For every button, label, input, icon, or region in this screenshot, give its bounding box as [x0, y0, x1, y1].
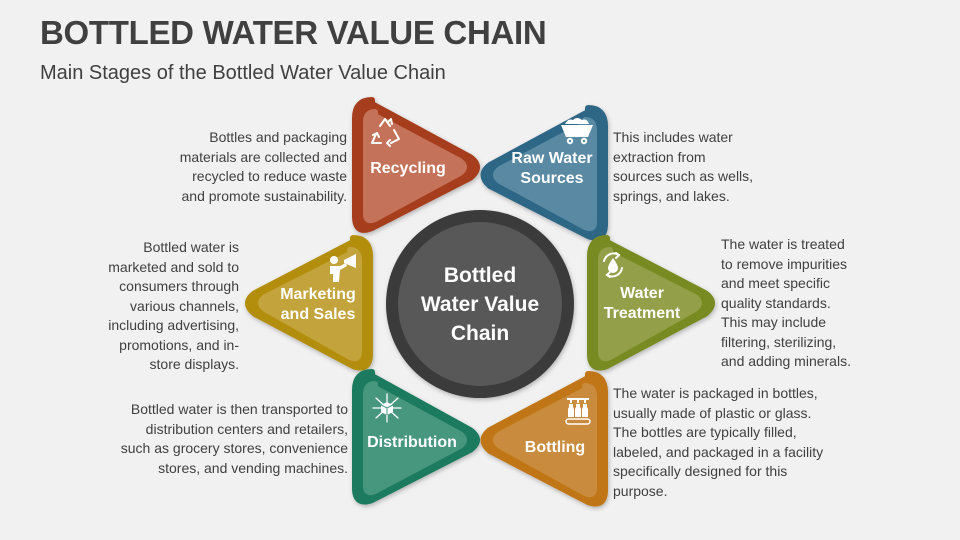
stage-label-line: and Sales	[280, 306, 356, 323]
stage-label-line: Marketing	[280, 286, 356, 303]
desc-line: promotions, and in-	[119, 336, 239, 353]
desc-line: purpose.	[613, 482, 668, 499]
desc-line: distribution centers and retailers,	[145, 420, 348, 437]
desc-line: Bottled water is then transported to	[130, 401, 348, 417]
description-raw-water-sources: This includes water extraction from sour…	[613, 128, 783, 206]
description-recycling: Bottles and packaging materials are coll…	[137, 128, 347, 206]
desc-line: and promote sustainability.	[181, 187, 348, 204]
stage-label-line: Treatment	[603, 305, 681, 322]
desc-line: store displays.	[149, 356, 239, 372]
stage-label-distribution: Distribution	[360, 433, 464, 453]
desc-line: This may include	[721, 314, 827, 330]
water-drop-cycle-icon	[603, 252, 623, 278]
desc-line: specifically designed for this	[613, 463, 788, 479]
desc-line: The bottles are typically filled,	[613, 424, 797, 440]
center-circle	[386, 210, 574, 398]
desc-line: materials are collected and	[179, 148, 347, 165]
desc-line: and meet specific	[721, 275, 830, 291]
center-label: Bottled Water Value Chain	[400, 261, 560, 348]
description-distribution: Bottled water is then transported to dis…	[78, 400, 348, 478]
desc-line: consumers through	[119, 278, 239, 294]
desc-line: marketed and sold to	[108, 258, 239, 275]
center-label-line: Chain	[450, 322, 510, 345]
desc-line: usually made of plastic or glass.	[613, 404, 812, 421]
desc-line: various channels,	[130, 297, 239, 314]
stage-label-line: Water	[620, 285, 664, 302]
stage-label-line: Raw Water	[511, 150, 593, 167]
page-subtitle: Main Stages of the Bottled Water Value C…	[40, 62, 446, 84]
stage-label-raw-water-sources: Raw Water Sources	[500, 149, 604, 189]
stage-label-marketing-and-sales: Marketing and Sales	[268, 285, 368, 325]
desc-line: and adding minerals.	[721, 353, 851, 369]
desc-line: filtering, sterilizing,	[721, 333, 837, 350]
center-label-line: Bottled	[443, 264, 517, 287]
desc-line: labeled, and packaged in a facility	[613, 443, 824, 460]
desc-line: including advertising,	[108, 317, 239, 333]
megaphone-person-icon	[330, 254, 356, 282]
stage-label-water-treatment: Water Treatment	[594, 284, 690, 324]
mine-cart-icon	[561, 118, 593, 145]
desc-line: recycled to reduce waste	[192, 168, 347, 184]
desc-line: springs, and lakes.	[613, 187, 730, 204]
bottling-line-icon	[565, 398, 591, 425]
desc-line: The water is treated	[721, 236, 845, 252]
page-title: BOTTLED WATER VALUE CHAIN	[40, 14, 547, 51]
desc-line: such as grocery stores, convenience	[120, 440, 348, 456]
stage-label-recycling: Recycling	[360, 159, 456, 179]
stage-label-line: Recycling	[370, 160, 446, 177]
recycle-icon	[371, 118, 400, 147]
desc-line: Bottles and packaging	[209, 129, 347, 145]
stage-label-bottling: Bottling	[508, 438, 602, 458]
stage-shape-recycling	[352, 97, 480, 233]
stage-label-line: Bottling	[524, 439, 586, 456]
desc-line: stores, and vending machines.	[158, 459, 348, 476]
description-water-treatment: The water is treated to remove impuritie…	[721, 235, 891, 372]
desc-line: quality standards.	[721, 294, 831, 311]
stage-label-line: Distribution	[367, 434, 457, 451]
desc-line: This includes water	[613, 129, 733, 145]
stage-label-line: Sources	[520, 170, 584, 187]
distribution-network-icon	[372, 393, 402, 423]
desc-line: to remove impurities	[721, 255, 848, 272]
center-label-line: Water Value	[420, 293, 540, 316]
description-bottling: The water is packaged in bottles, usuall…	[613, 384, 853, 501]
desc-line: The water is packaged in bottles,	[613, 385, 818, 401]
desc-line: extraction from	[613, 148, 706, 165]
desc-line: Bottled water is	[143, 239, 239, 255]
desc-line: sources such as wells,	[613, 168, 754, 184]
description-marketing-and-sales: Bottled water is marketed and sold to co…	[69, 238, 239, 375]
